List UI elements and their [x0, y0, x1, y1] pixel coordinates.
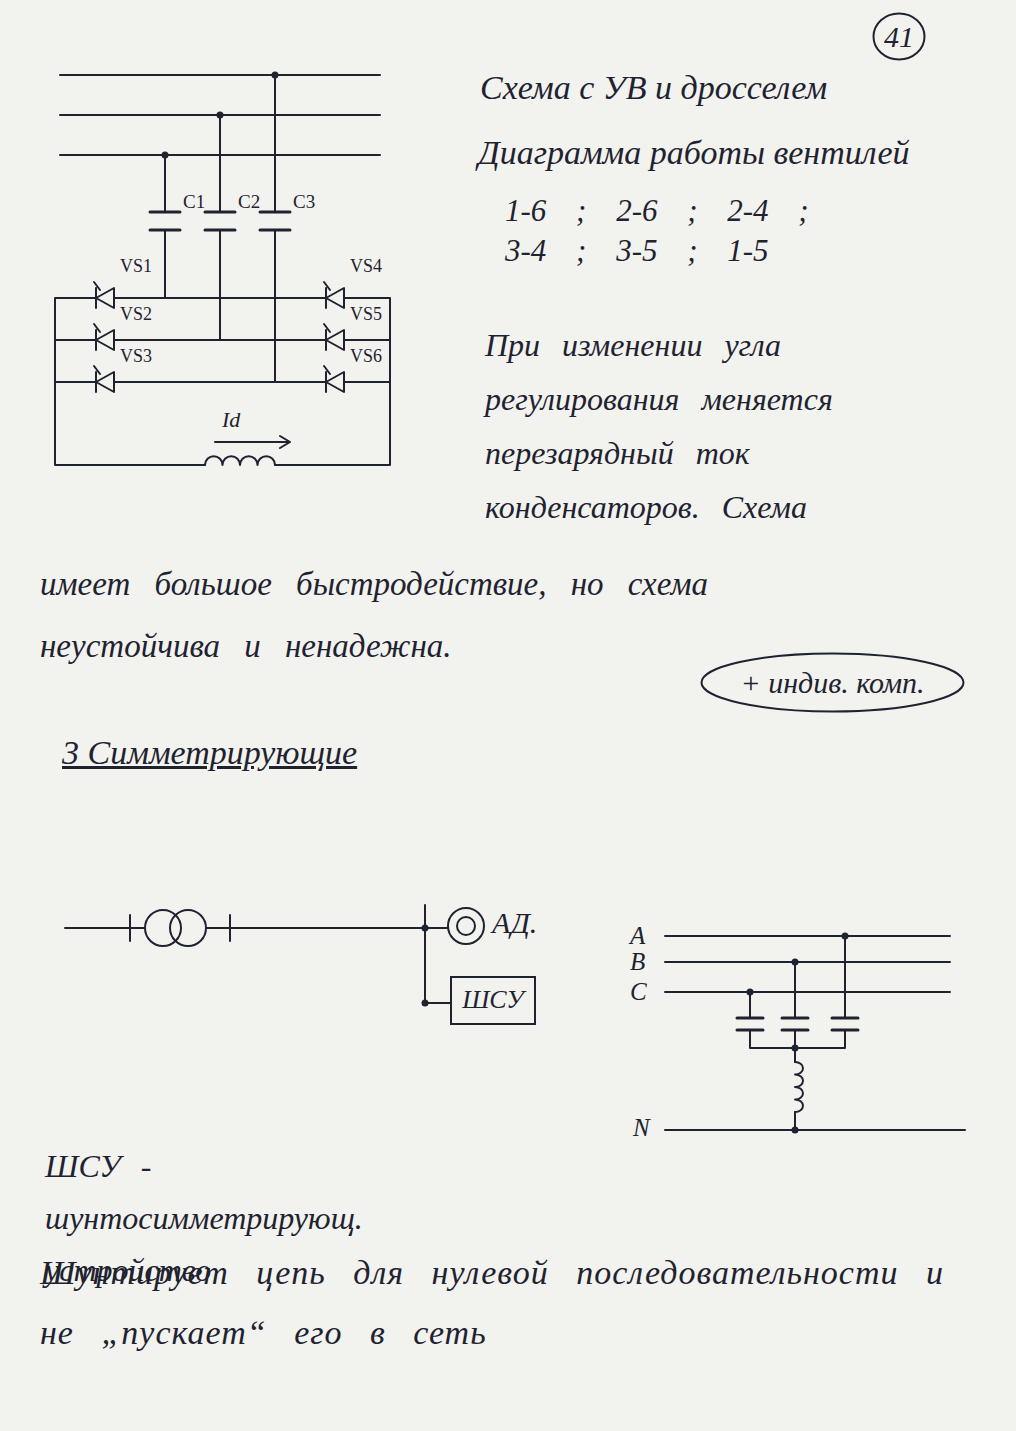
circled-note: + индив. комп.	[700, 652, 965, 713]
handwritten-label: VS2	[120, 305, 152, 325]
junction-dot	[747, 933, 849, 1134]
capacitor-symbol	[150, 212, 290, 230]
handwritten-label: C2	[238, 192, 260, 213]
phase-bus	[665, 936, 965, 1130]
handwritten-label: АД.	[492, 906, 537, 939]
handwritten-label: Шунтирует цепь для нулевой последователь…	[40, 1243, 1000, 1363]
handwritten-label: C3	[293, 192, 315, 213]
junction-dot	[422, 925, 429, 1007]
inductor-symbol	[205, 456, 275, 465]
handwritten-label: C1	[183, 192, 205, 213]
circled-note: 41	[872, 12, 926, 61]
handwritten-label: Диаграмма работы вентилей	[478, 133, 910, 172]
current-arrow	[215, 436, 290, 448]
node-text: + индив. комп.	[740, 666, 924, 699]
heading: Схема с УВ и дросселем	[480, 68, 827, 107]
handwritten-label: A	[630, 922, 645, 950]
handwritten-label: VS4	[350, 257, 382, 277]
ellipse-outline	[702, 654, 964, 712]
transformer-symbol	[145, 910, 206, 946]
handwritten-label: При изменении угла регулирования меняетс…	[485, 318, 975, 534]
handwritten-label: N	[633, 1114, 650, 1142]
handwritten-label: 1-6 ; 2-6 ; 2-4 ;	[505, 193, 809, 229]
inductor-symbol	[795, 1062, 803, 1112]
node-text: 41	[884, 20, 914, 53]
handwritten-label: C	[630, 978, 647, 1006]
motor-symbol	[448, 908, 484, 944]
handwritten-label: 3 Симметрирующие	[62, 733, 357, 772]
device-box: ШСУ	[450, 976, 536, 1025]
handwritten-label: VS1	[120, 257, 152, 277]
handwritten-label: 3-4 ; 3-5 ; 1-5	[505, 233, 769, 269]
ellipse-outline	[874, 14, 925, 60]
handwritten-label: имеет большое быстродействие, но схема н…	[40, 553, 900, 677]
handwritten-label: VS3	[120, 347, 152, 367]
supply-line	[65, 915, 425, 941]
handwritten-label: Id	[222, 408, 240, 432]
handwritten-label: VS5	[350, 305, 382, 325]
node-text: ШСУ	[462, 986, 524, 1015]
capacitor-symbol	[737, 1018, 858, 1030]
handwritten-label: VS6	[350, 347, 382, 367]
bus-bar	[425, 905, 450, 1003]
bridge-wire	[55, 298, 390, 465]
thyristor-symbol	[94, 282, 344, 392]
handwritten-label: B	[630, 948, 645, 976]
box-outline	[451, 977, 535, 1024]
capacitor-wire	[750, 936, 845, 1130]
